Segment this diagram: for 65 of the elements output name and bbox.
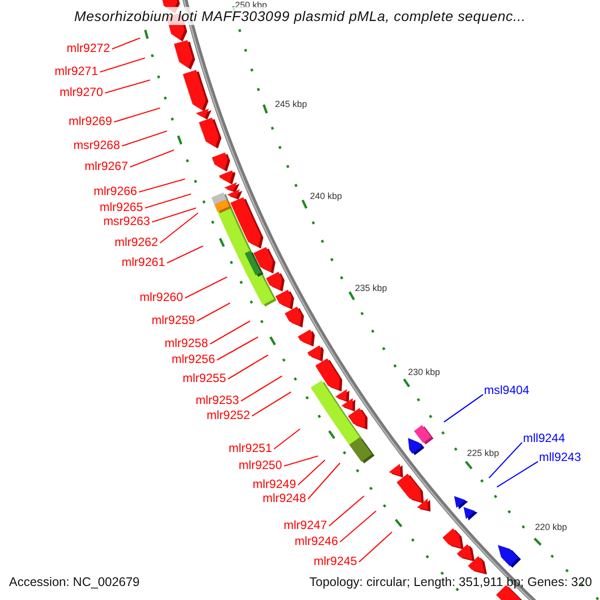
gene-label: mlr9261 bbox=[122, 256, 165, 268]
scale-label: 230 kbp bbox=[408, 367, 440, 377]
gene-label: mlr9270 bbox=[60, 86, 103, 98]
leader-line bbox=[298, 460, 326, 486]
leader-line bbox=[100, 57, 146, 73]
leader-line bbox=[308, 462, 340, 500]
leader-line bbox=[196, 302, 230, 322]
gene-label: mlr9249 bbox=[252, 478, 296, 490]
gene-label: mlr9259 bbox=[152, 314, 195, 326]
leader-line bbox=[216, 336, 258, 360]
gene-label: mlr9253 bbox=[196, 394, 239, 406]
gene-label: mlr9247 bbox=[284, 518, 327, 532]
scale-label: 225 kbp bbox=[467, 448, 500, 458]
leader-line bbox=[444, 394, 484, 422]
gene-label: mlr9262 bbox=[114, 236, 158, 248]
gene-label: mlr9269 bbox=[68, 114, 112, 128]
gene-label: mlr9256 bbox=[172, 352, 215, 366]
gene-label: mlr9248 bbox=[262, 492, 306, 504]
gene-label: mlr9272 bbox=[66, 42, 110, 54]
gene-label: mlr9250 bbox=[238, 458, 282, 472]
scale-label: 220 kbp bbox=[535, 522, 568, 532]
scale-label: 235 kbp bbox=[355, 283, 388, 293]
leader-line bbox=[488, 442, 522, 478]
gene-label: mlr9251 bbox=[228, 442, 272, 454]
gene-label: mlr9267 bbox=[84, 160, 128, 172]
scale-label: 240 kbp bbox=[310, 191, 342, 201]
leader-line bbox=[166, 246, 204, 264]
leader-line bbox=[274, 428, 300, 450]
gene-label: msr9263 bbox=[103, 214, 150, 228]
leader-line bbox=[240, 376, 282, 402]
leader-line bbox=[252, 392, 292, 416]
leader-line bbox=[358, 532, 392, 562]
leader-line bbox=[184, 276, 228, 298]
gene-label: msr9268 bbox=[73, 138, 120, 152]
leader-line bbox=[112, 37, 140, 50]
leader-line bbox=[152, 207, 196, 223]
leader-line bbox=[122, 130, 168, 147]
gene-label: mll9243 bbox=[539, 450, 582, 464]
gene-label: mlr9265 bbox=[100, 200, 143, 214]
gene-label: mlr9260 bbox=[140, 290, 183, 304]
scale-label: 245 kbp bbox=[275, 99, 308, 109]
gene-label: mlr9266 bbox=[94, 184, 137, 198]
gene-label: mlr9245 bbox=[314, 554, 357, 568]
gene-label: mlr9255 bbox=[182, 372, 226, 384]
leader-line bbox=[210, 320, 250, 344]
leader-line bbox=[138, 178, 186, 193]
leader-line bbox=[130, 149, 174, 168]
leader-line bbox=[340, 510, 376, 542]
leader-line bbox=[160, 212, 198, 244]
gene-label: msl9404 bbox=[484, 384, 530, 396]
leader-line bbox=[228, 354, 268, 380]
gene-label: mlr9258 bbox=[164, 336, 208, 350]
genome-summary-text: Topology: circular; Length: 351,911 bp; Genes: 320 bbox=[309, 575, 592, 589]
scale-label: 250 kbp bbox=[235, 0, 268, 10]
gene-label: mll9244 bbox=[523, 432, 566, 444]
leader-line bbox=[496, 461, 538, 488]
leader-line bbox=[284, 455, 318, 467]
gene-label: mlr9271 bbox=[54, 64, 98, 78]
leader-line bbox=[104, 79, 150, 94]
gene-label: mlr9246 bbox=[294, 534, 338, 548]
leader-line bbox=[114, 107, 160, 123]
leader-line bbox=[328, 496, 364, 526]
leader-line bbox=[144, 193, 192, 209]
gene-label: mlr9252 bbox=[206, 408, 250, 422]
accession-text: Accession: NC_002679 bbox=[9, 575, 140, 589]
